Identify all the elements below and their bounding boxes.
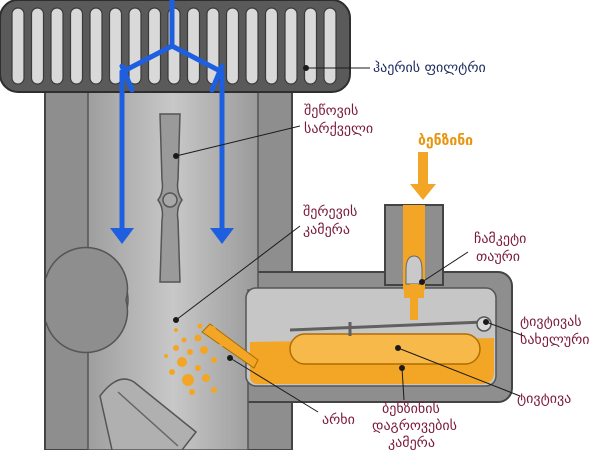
airflow-arrows [119, 0, 225, 233]
filter-rib [50, 7, 64, 85]
filter-rib [264, 7, 279, 85]
label-throttle-line2: სარქველი [304, 121, 374, 137]
fuel-bowl-cavity [245, 287, 497, 387]
choke-plate [157, 113, 183, 283]
filter-rib [11, 7, 25, 85]
fuel-inlet [403, 205, 425, 320]
airflow-arrowheads [110, 228, 234, 244]
label-air-filter: ჰაერის ფილტრი [373, 60, 486, 76]
filter-rib [225, 7, 240, 85]
filter-rib [323, 7, 337, 85]
filter-rib [30, 7, 45, 85]
label-mixing-line1: შერევის [303, 204, 358, 220]
label-needle-line1: ჩამკეტი [474, 231, 527, 247]
air-filter [0, 0, 351, 93]
fuel-inflow-arrow [410, 152, 436, 200]
label-mixing-line2: კამერა [303, 222, 350, 238]
label-throttle-line1: შეწოვის [304, 103, 359, 119]
filter-rib [89, 7, 103, 85]
filter-rib [69, 7, 84, 85]
label-float-lever-line2: სახელური [520, 332, 590, 348]
filter-rib [108, 7, 123, 85]
label-fuel-chamber-line1: ბენზინის [382, 401, 440, 417]
leader-lines [173, 65, 525, 413]
filter-rib [284, 7, 298, 85]
label-float: ტივტივა [517, 391, 572, 407]
label-jet: არხი [322, 412, 355, 428]
label-fuel: ბენზინი [418, 133, 474, 149]
filter-rib [303, 7, 318, 85]
filter-rib [147, 7, 162, 85]
fuel-spray [164, 323, 225, 395]
label-fuel-chamber-line2: დაგროვების [372, 418, 457, 434]
fuel-jet [201, 323, 259, 369]
label-fuel-chamber-line3: კამერა [388, 435, 435, 451]
filter-rib [245, 7, 259, 85]
label-float-lever-line1: ტივტივას [520, 314, 582, 330]
filter-rib [186, 7, 201, 85]
throttle-plate [99, 378, 198, 451]
label-needle-line2: თაური [476, 249, 521, 265]
filter-rib [128, 7, 142, 85]
